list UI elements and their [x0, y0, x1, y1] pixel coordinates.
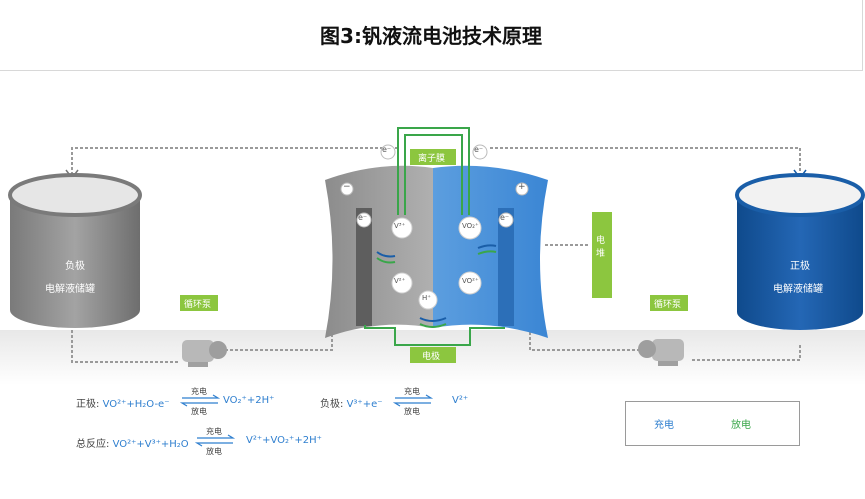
left-tank [8, 173, 142, 328]
right-pump-icon [638, 339, 684, 366]
right-tank [735, 173, 865, 330]
equation-positive-left: VO²⁺+H₂O-e⁻ [102, 399, 170, 410]
equation-positive-label: 正极: [76, 399, 100, 410]
flow-line-right-top [490, 147, 801, 178]
ion-h-label: H⁺ [422, 294, 431, 302]
equation-total-left: VO²⁺+V³⁺+H₂O [112, 439, 189, 450]
equation-negative-label: 负极: [320, 399, 344, 410]
equation-positive-right: VO₂⁺+2H⁺ [223, 395, 275, 406]
minus-sign: − [343, 182, 351, 192]
electron-top-left-icon [380, 144, 396, 160]
equation-total-label: 总反应: [76, 439, 110, 450]
flow-line-left-top [71, 147, 398, 175]
ion-vo-bottom-label: VO²⁺ [462, 277, 479, 285]
flow-line-left-bottom [71, 330, 180, 363]
page-title: 图3:钒液流电池技术原理 [320, 24, 542, 48]
flow-line-left-pump [225, 330, 333, 351]
ion-v-top-label: V³⁺ [394, 222, 406, 230]
electron-top-right-icon [472, 144, 488, 160]
left-tank-line1: 负极 [65, 261, 85, 272]
plus-sign: + [518, 182, 526, 192]
equation-positive: 正极: VO²⁺+H₂O-e⁻ [76, 395, 169, 410]
equation-negative: 负极: V³⁺+e⁻ [320, 395, 383, 410]
ion-v3 [391, 217, 413, 239]
pump-left-box [180, 295, 218, 311]
eq3-discharge: 放电 [206, 447, 222, 456]
negative-electrode-plate [356, 208, 372, 326]
pile-label: 电堆 [596, 236, 606, 259]
ion-vo2plus2 [458, 271, 482, 295]
electron-right-plate-icon [498, 212, 514, 228]
electron-top-right: e⁻ [474, 145, 484, 154]
equation-negative-left: V³⁺+e⁻ [346, 399, 383, 410]
pump-left-label: 循环泵 [184, 300, 212, 310]
electrolytic-cell [325, 165, 548, 338]
legend-charge-label: 充电 [654, 420, 674, 431]
pump-right-label: 循环泵 [654, 300, 682, 310]
membrane-box [410, 149, 456, 165]
flow-lines [71, 147, 801, 363]
ion-h [418, 290, 438, 310]
right-tank-line1: 正极 [790, 261, 810, 272]
electrode-box [410, 347, 456, 363]
eq1-charge: 充电 [191, 387, 207, 396]
positive-electrode-plate [498, 208, 514, 326]
equation-negative-right: V²⁺ [452, 395, 469, 406]
ion-v-bottom-label: V²⁺ [394, 277, 406, 285]
electrode-label: 电极 [422, 352, 441, 362]
pile-box [592, 212, 612, 298]
electron-right-plate: e⁻ [500, 213, 510, 222]
ion-v2 [391, 272, 413, 294]
equation-arrows [179, 394, 434, 447]
left-pump-icon [182, 340, 227, 367]
eq2-charge: 充电 [404, 387, 420, 396]
ion-vo2plus [458, 216, 482, 240]
pump-right-box [650, 295, 688, 311]
flow-line-right-pump [529, 330, 640, 351]
eq2-discharge: 放电 [404, 407, 420, 416]
reaction-arrows [376, 244, 497, 328]
legend: 充电 放电 [625, 401, 800, 446]
equation-total-right: V²⁺+VO₂⁺+2H⁺ [246, 435, 322, 446]
membrane-label: 离子膜 [418, 154, 446, 164]
electron-left-plate-icon [356, 212, 372, 228]
eq3-charge: 充电 [206, 427, 222, 436]
legend-discharge-label: 放电 [731, 420, 751, 431]
eq1-discharge: 放电 [191, 407, 207, 416]
plus-terminal-icon [515, 182, 529, 196]
equation-total: 总反应: VO²⁺+V³⁺+H₂O [76, 435, 189, 450]
title-bar: 图3:钒液流电池技术原理 [0, 0, 863, 71]
electron-top-left: e⁻ [382, 145, 392, 154]
left-tank-line2: 电解液储罐 [45, 284, 95, 295]
minus-terminal-icon [340, 182, 354, 196]
flow-line-right-bottom [690, 345, 801, 361]
ion-vo-top-label: VO₂⁺ [462, 222, 479, 230]
right-tank-line2: 电解液储罐 [773, 284, 823, 295]
electron-left-plate: e⁻ [358, 213, 368, 222]
external-circuit [364, 127, 505, 346]
